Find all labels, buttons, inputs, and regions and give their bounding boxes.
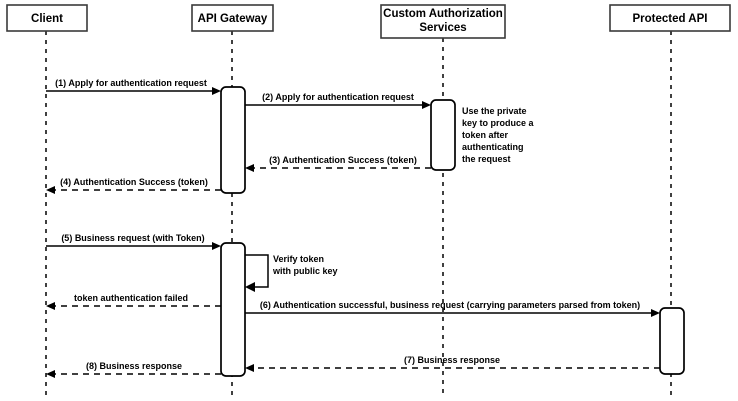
participant-box-client[interactable]: [6, 4, 88, 32]
message-6-arrowhead: [651, 309, 660, 317]
message-2-label: (2) Apply for authentication request: [262, 92, 414, 102]
participant-header-client[interactable]: Client: [6, 4, 88, 32]
message-3-label: (3) Authentication Success (token): [269, 155, 417, 165]
message-4-label: (4) Authentication Success (token): [60, 177, 208, 187]
participant-label-protected-api: Protected API: [633, 13, 708, 25]
message-8-label: (8) Business response: [86, 361, 182, 371]
activation-bar-protected-api-1[interactable]: [659, 307, 685, 375]
note-private-key-line-4: authenticating: [462, 142, 524, 152]
participant-box-api-gateway[interactable]: [191, 4, 274, 32]
participant-header-api-gateway[interactable]: API Gateway: [191, 4, 274, 32]
message-7-arrowhead: [245, 364, 254, 372]
participant-box-protected-api[interactable]: [609, 4, 731, 32]
activation-bar-api-gateway-2[interactable]: [220, 242, 246, 377]
message-5[interactable]: (5) Business request (with Token): [46, 233, 221, 250]
message-6[interactable]: (6) Authentication successful, business …: [245, 300, 660, 317]
message-7-label: (7) Business response: [404, 355, 500, 365]
message-3-arrowhead: [245, 164, 254, 172]
message-self-verify-token-label-line2: with public key: [272, 266, 338, 276]
message-token-authentication-failed-label: token authentication failed: [74, 293, 188, 303]
message-4-arrowhead: [46, 186, 55, 194]
note-private-key-line-1: Use the private: [462, 106, 527, 116]
participant-label-custom-authorization-services-line1: Custom Authorization: [383, 8, 503, 20]
message-2[interactable]: (2) Apply for authentication request: [245, 92, 431, 109]
participant-label-api-gateway: API Gateway: [198, 13, 268, 25]
participant-label-client: Client: [31, 13, 63, 25]
message-8-arrowhead: [46, 370, 55, 378]
note-private-key-line-5: the request: [462, 154, 511, 164]
message-self-verify-token[interactable]: Verify token with public key: [245, 254, 338, 292]
message-2-arrowhead: [422, 101, 431, 109]
message-1[interactable]: (1) Apply for authentication request: [46, 78, 221, 95]
message-self-verify-token-arrowhead: [245, 282, 255, 292]
message-7[interactable]: (7) Business response: [245, 355, 660, 372]
lifelines-group: [45, 31, 672, 397]
note-private-key-line-2: key to produce a: [462, 118, 535, 128]
participant-header-custom-authorization-services[interactable]: Custom Authorization Services: [380, 4, 506, 39]
participant-box-custom-authorization-services[interactable]: [380, 4, 506, 39]
activation-bar-api-gateway-1[interactable]: [220, 86, 246, 194]
note-private-key: Use the private key to produce a token a…: [462, 106, 535, 164]
message-self-verify-token-line: [245, 254, 269, 288]
message-token-authentication-failed[interactable]: token authentication failed: [46, 293, 221, 310]
note-private-key-line-3: token after: [462, 130, 509, 140]
message-8[interactable]: (8) Business response: [46, 361, 221, 378]
activations-group: [220, 86, 685, 377]
participant-header-protected-api[interactable]: Protected API: [609, 4, 731, 32]
activation-bar-custom-authorization-services-1[interactable]: [430, 99, 456, 171]
message-5-arrowhead: [212, 242, 221, 250]
participant-label-custom-authorization-services-line2: Services: [419, 22, 466, 34]
message-1-label: (1) Apply for authentication request: [55, 78, 207, 88]
message-self-verify-token-label-line1: Verify token: [273, 254, 324, 264]
message-token-authentication-failed-arrowhead: [46, 302, 55, 310]
message-1-arrowhead: [212, 87, 221, 95]
message-5-label: (5) Business request (with Token): [61, 233, 204, 243]
message-4[interactable]: (4) Authentication Success (token): [46, 177, 221, 194]
message-6-label: (6) Authentication successful, business …: [260, 300, 640, 310]
message-3[interactable]: (3) Authentication Success (token): [245, 155, 431, 172]
